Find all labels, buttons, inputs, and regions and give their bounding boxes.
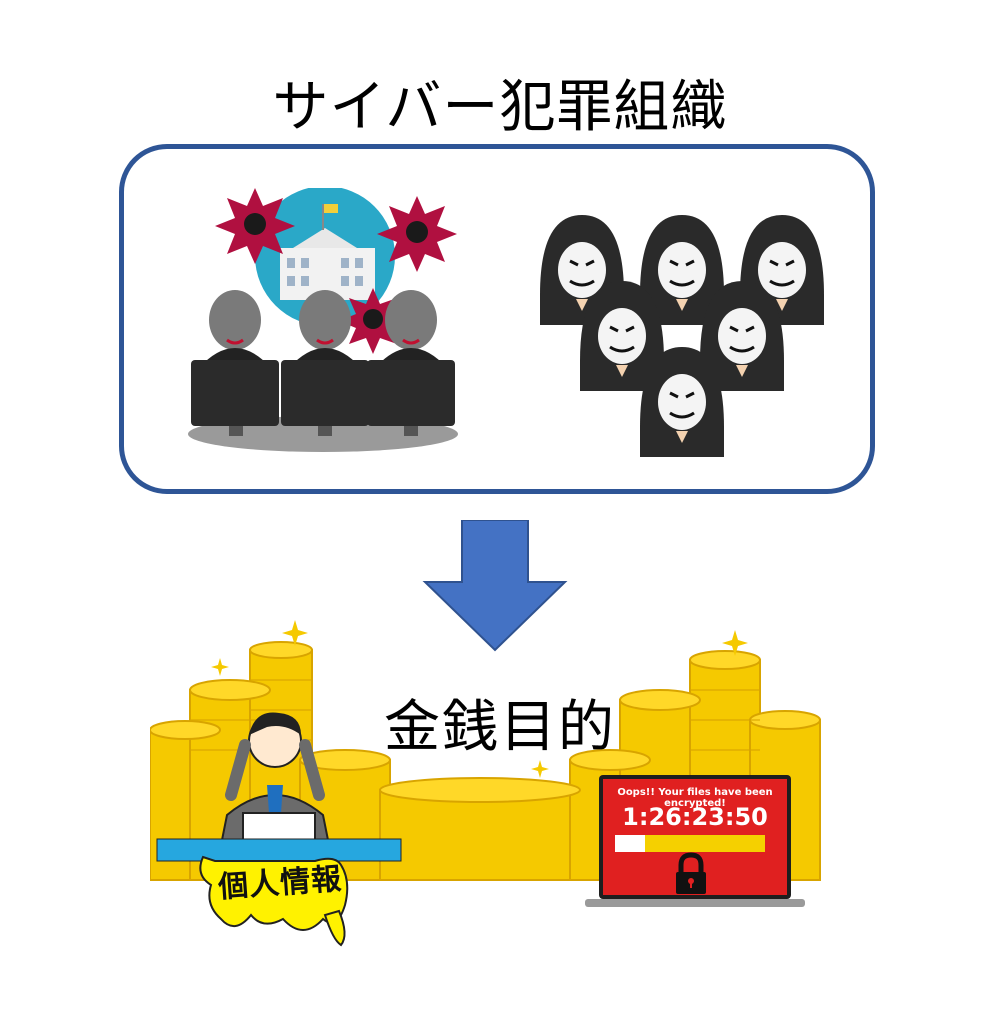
lock-icon: [676, 852, 706, 894]
ransom-timer: 1:26:23:50: [622, 803, 768, 831]
down-arrow-icon: [422, 520, 568, 652]
financial-motive-title: 金銭目的: [384, 695, 616, 760]
cyber-crime-org-title: サイバー犯罪組織: [272, 75, 728, 140]
attacker-group-box: [119, 144, 875, 494]
anonymous-hackers-icon: [540, 215, 826, 459]
ransomware-laptop-icon: [585, 775, 805, 907]
state-hackers-icon: [188, 188, 458, 452]
worried-businessman-icon: [156, 712, 402, 947]
ransom-message: Oops!! Your files have been encrypted!: [617, 787, 773, 809]
